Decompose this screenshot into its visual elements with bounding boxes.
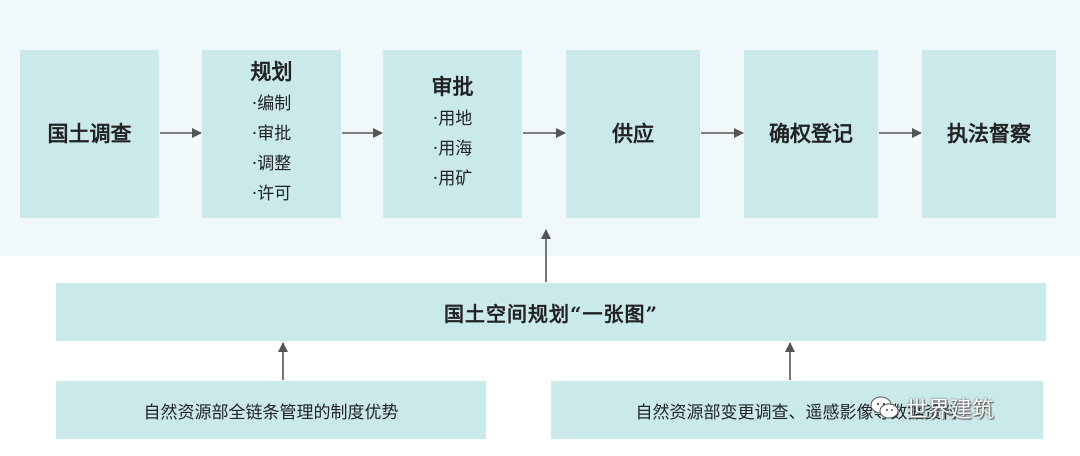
box-approval: 审批 ·用地 ·用海 ·用矿 <box>383 50 522 218</box>
wechat-icon <box>870 396 899 419</box>
box-supply: 供应 <box>566 50 700 218</box>
box-supply-title: 供应 <box>612 121 654 147</box>
box-approval-item: ·用地 <box>432 108 473 129</box>
box-planning-item: ·许可 <box>251 183 292 204</box>
box-planning-title: 规划 <box>250 59 293 85</box>
box-registration-title: 确权登记 <box>769 121 853 147</box>
flow-panel <box>0 0 1080 256</box>
box-land-survey-title: 国土调查 <box>47 121 132 147</box>
box-approval-item: ·用矿 <box>432 168 473 189</box>
institutional-advantage-box: 自然资源部全链条管理的制度优势 <box>56 381 486 439</box>
box-registration: 确权登记 <box>744 50 878 218</box>
one-map-title: 国土空间规划“一张图” <box>443 301 658 326</box>
box-planning-item: ·编制 <box>251 93 292 114</box>
data-sources-box: 自然资源部变更调查、遥感影像等数据资料 <box>551 381 1043 439</box>
box-planning: 规划 ·编制 ·审批 ·调整 ·许可 <box>202 50 341 218</box>
box-approval-title: 审批 <box>431 74 474 100</box>
watermark: 世界建筑 <box>870 388 1060 428</box>
box-land-survey: 国土调查 <box>20 50 159 218</box>
box-enforcement: 执法督察 <box>922 50 1056 218</box>
one-map-box: 国土空间规划“一张图” <box>56 283 1046 341</box>
box-planning-item: ·审批 <box>251 123 292 144</box>
box-enforcement-title: 执法督察 <box>947 121 1031 147</box>
watermark-text: 世界建筑 <box>906 398 995 423</box>
box-planning-item: ·调整 <box>251 153 292 174</box>
box-approval-item: ·用海 <box>432 138 473 159</box>
institutional-advantage-text: 自然资源部全链条管理的制度优势 <box>143 402 399 423</box>
